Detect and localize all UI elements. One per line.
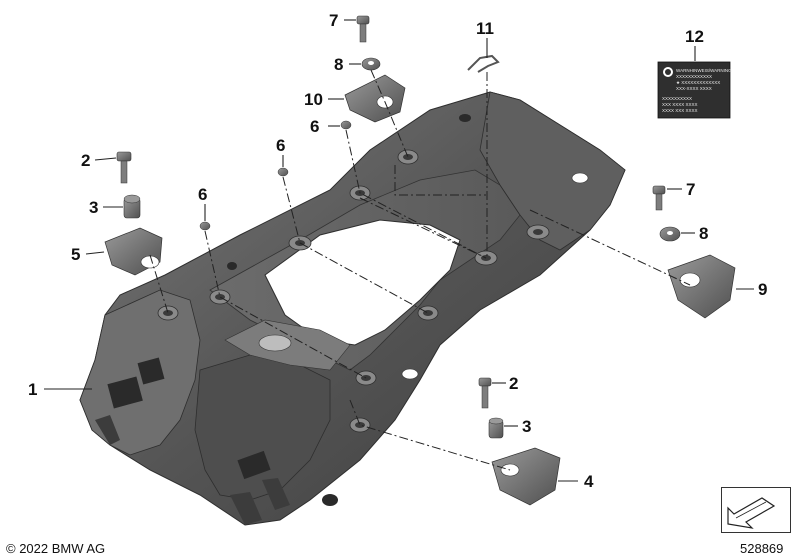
warning-label: [657, 61, 731, 119]
bracket-5: [104, 227, 163, 276]
copyright-notice: © 2022 BMW AG: [6, 541, 106, 556]
screw-6b: [277, 167, 289, 177]
callout-1: 1: [28, 380, 37, 399]
washer-right: [659, 226, 681, 242]
callout-3-lower: 3: [522, 417, 531, 436]
label-line-5: XXXXXXXXXX: [662, 96, 692, 101]
callout-3-left: 3: [89, 198, 98, 217]
bolt-left: [116, 151, 132, 184]
callout-10: 10: [304, 90, 323, 109]
callout-6-b: 6: [276, 136, 285, 155]
callout-labels: 1 2 3 4 5 6 6 6 7 8 9 10 11 12 7 8 2 3: [28, 11, 767, 491]
label-line-7: XXXX XXX XXXX: [662, 108, 698, 113]
carrier-frame: [79, 91, 626, 526]
washer-top: [361, 57, 381, 71]
callout-11: 11: [476, 19, 494, 38]
callout-7-right: 7: [686, 180, 695, 199]
callout-9: 9: [758, 280, 767, 299]
diagram-number: 528869: [740, 541, 784, 556]
callout-2-left: 2: [81, 151, 90, 170]
bolt-top: [356, 15, 370, 43]
callout-4: 4: [584, 472, 594, 491]
cable-tie: [467, 54, 500, 73]
callout-6-c: 6: [198, 185, 207, 204]
label-line-3: ★ XXXXXXXXXXXXX: [676, 80, 720, 85]
bracket-4: [491, 447, 561, 506]
label-line-1: WARNHINWEIS/WARNING: [676, 68, 732, 73]
bolt-lower: [478, 377, 492, 409]
callout-2-lower: 2: [509, 374, 518, 393]
callout-5: 5: [71, 245, 80, 264]
sleeve-lower: [488, 417, 504, 439]
screw-6c: [199, 221, 211, 231]
orientation-arrow-icon: [727, 497, 776, 529]
bracket-9: [667, 254, 736, 319]
callout-8-top: 8: [334, 55, 343, 74]
orientation-box: [721, 487, 791, 533]
assembly-lines: [149, 69, 691, 471]
label-line-6: XXX XXXX XXXX: [662, 102, 698, 107]
sleeve-left: [123, 194, 141, 219]
callout-7-top: 7: [329, 11, 338, 30]
warning-label-text: WARNHINWEIS/WARNING XXXXXXXXXXXX ★ XXXXX…: [662, 68, 732, 113]
label-line-2: XXXXXXXXXXXX: [676, 74, 712, 79]
bracket-10: [344, 74, 406, 123]
bolt-right: [652, 185, 666, 211]
callout-12: 12: [685, 27, 704, 46]
callout-6-a: 6: [310, 117, 319, 136]
screw-6a: [340, 120, 352, 130]
label-line-4: XXX-XXXX XXXX: [676, 86, 712, 91]
leader-lines: [44, 19, 754, 482]
callout-8-right: 8: [699, 224, 708, 243]
